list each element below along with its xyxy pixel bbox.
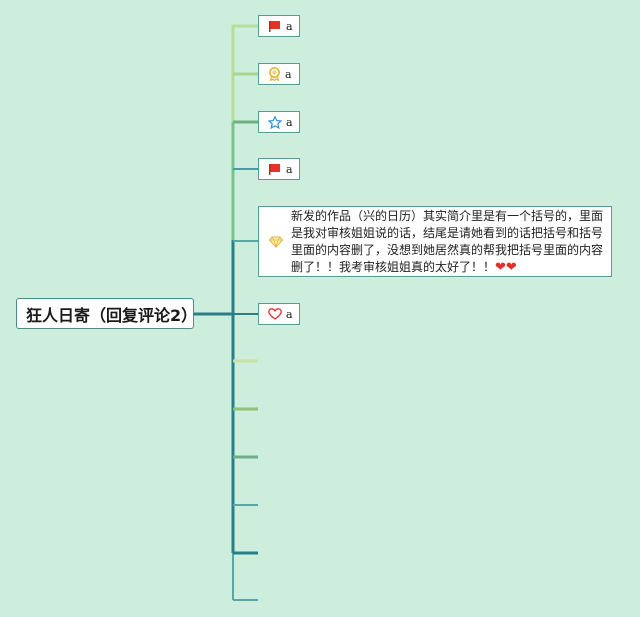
topic-6[interactable]: a	[258, 303, 300, 325]
topic-4[interactable]: a	[258, 158, 300, 180]
topic-4-label: a	[286, 162, 293, 176]
red-flag-icon	[268, 163, 282, 175]
topic-1[interactable]: a	[258, 15, 300, 37]
topic-5-text-block: 新发的作品（兴的日历）其实简介里是有一个括号的，里面是我对审核姐姐说的话，结尾是…	[291, 208, 603, 276]
topic-3[interactable]: a	[258, 111, 300, 133]
topic-3-label: a	[286, 115, 293, 129]
root-topic[interactable]: 狂人日寄（回复评论2）	[16, 298, 198, 329]
topic-6-label: a	[286, 307, 293, 321]
heart-emoji: ❤❤	[495, 259, 517, 275]
red-flag-icon	[268, 20, 282, 32]
topic-2-label: a	[285, 67, 292, 81]
award-ribbon-icon	[268, 67, 281, 81]
gem-icon	[269, 236, 283, 248]
heart-outline-icon	[268, 308, 282, 320]
star-outline-icon	[268, 115, 282, 129]
root-title: 狂人日寄（回复评论2）	[26, 305, 198, 325]
topic-5[interactable]: 新发的作品（兴的日历）其实简介里是有一个括号的，里面是我对审核姐姐说的话，结尾是…	[258, 206, 612, 277]
topic-2[interactable]: a	[258, 63, 300, 85]
topic-1-label: a	[286, 19, 293, 33]
topic-5-text: 新发的作品（兴的日历）其实简介里是有一个括号的，里面是我对审核姐姐说的话，结尾是…	[291, 208, 604, 274]
